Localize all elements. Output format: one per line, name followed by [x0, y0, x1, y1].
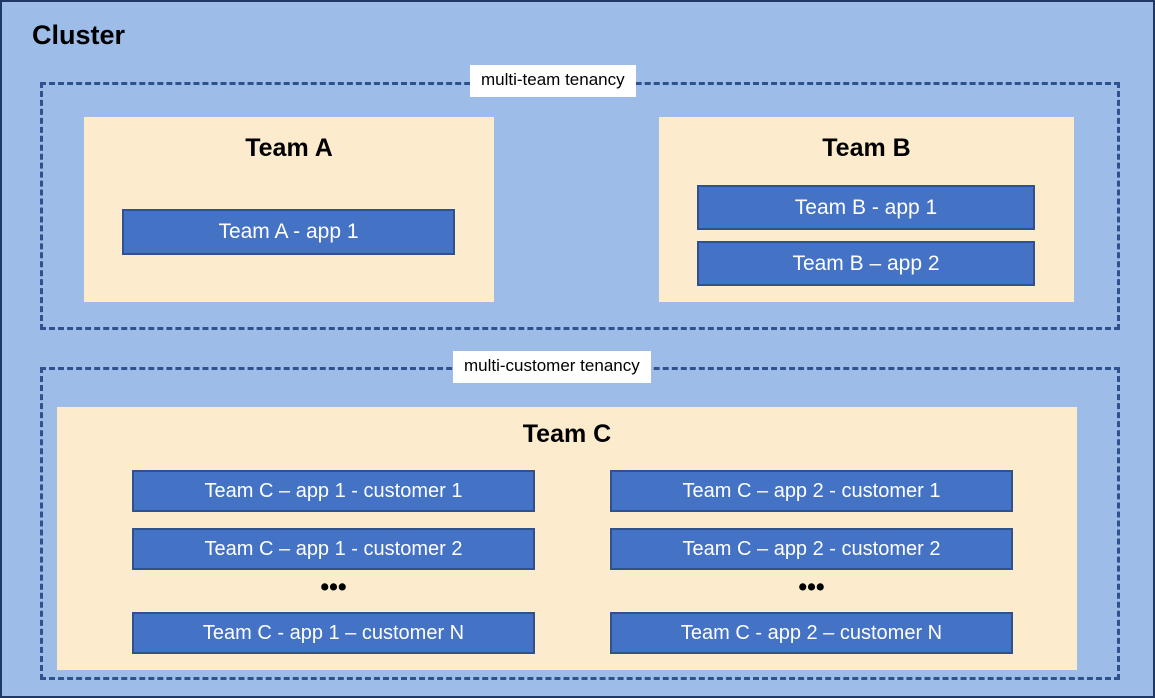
team-b-heading: Team B [822, 134, 911, 162]
app-box-team-a-app-1[interactable]: Team A - app 1 [122, 209, 455, 255]
app-box-team-c-app-2-customer-2[interactable]: Team C – app 2 - customer 2 [610, 528, 1013, 570]
ellipsis-team-c-app-1: ••• [320, 573, 347, 601]
page-title: Cluster [32, 20, 126, 50]
tenancy-zone-multi-customer-label: multi-customer tenancy [453, 351, 651, 383]
team-c-heading: Team C [522, 420, 612, 448]
app-box-team-c-app-1-customer-n[interactable]: Team C - app 1 – customer N [132, 612, 535, 654]
team-panel-team-c: Team C Team C – app 1 - customer 1 Team … [57, 407, 1077, 670]
ellipsis-team-c-app-2: ••• [798, 573, 825, 601]
app-box-team-b-app-2[interactable]: Team B – app 2 [697, 241, 1035, 286]
team-panel-team-b: Team B Team B - app 1 Team B – app 2 [659, 117, 1074, 302]
team-a-heading: Team A [245, 134, 333, 162]
app-box-team-c-app-2-customer-n[interactable]: Team C - app 2 – customer N [610, 612, 1013, 654]
team-panel-team-a: Team A Team A - app 1 [84, 117, 494, 302]
app-box-team-c-app-1-customer-2[interactable]: Team C – app 1 - customer 2 [132, 528, 535, 570]
tenancy-zone-multi-team-label: multi-team tenancy [470, 65, 636, 97]
app-box-team-c-app-1-customer-1[interactable]: Team C – app 1 - customer 1 [132, 470, 535, 512]
app-box-team-b-app-1[interactable]: Team B - app 1 [697, 185, 1035, 230]
app-box-team-c-app-2-customer-1[interactable]: Team C – app 2 - customer 1 [610, 470, 1013, 512]
